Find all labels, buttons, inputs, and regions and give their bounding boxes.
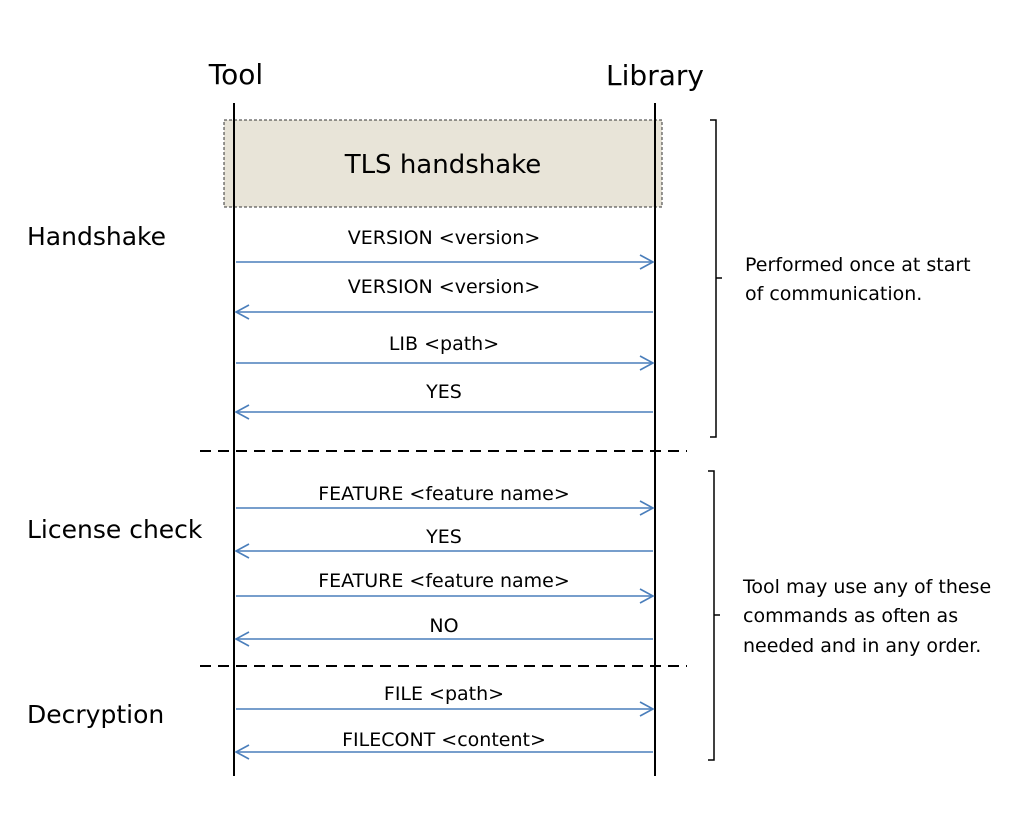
message-label: NO	[429, 615, 458, 637]
note-handshake: Performed once at start of communication…	[745, 254, 977, 305]
message-arrowhead	[234, 744, 250, 760]
note-line: needed and in any order.	[743, 635, 981, 657]
message-arrowhead	[639, 588, 655, 604]
message-arrowhead	[234, 304, 250, 320]
message-label: VERSION <version>	[348, 276, 541, 298]
message-label: FILE <path>	[384, 683, 504, 705]
actor-tool-label: Tool	[208, 58, 263, 91]
message-label: VERSION <version>	[348, 227, 541, 249]
note-line: of communication.	[745, 283, 922, 305]
note-line: Performed once at start	[745, 254, 971, 276]
note-commands: Tool may use any of these commands as of…	[742, 576, 997, 657]
tls-handshake-box	[223, 119, 663, 208]
message-arrowhead	[639, 500, 655, 516]
message-label: FILECONT <content>	[342, 729, 546, 751]
message-label: YES	[425, 526, 462, 548]
message-arrowhead	[639, 254, 655, 270]
message-arrowhead	[639, 355, 655, 371]
note-line: Tool may use any of these	[742, 576, 991, 598]
messages-group: VERSION <version> VERSION <version> LIB <p…	[234, 227, 655, 760]
phase-handshake-label: Handshake	[27, 222, 166, 251]
message-arrowhead	[234, 543, 250, 559]
message-label: FEATURE <feature name>	[318, 570, 570, 592]
phase-decryption-label: Decryption	[27, 700, 164, 729]
message-label: FEATURE <feature name>	[318, 483, 570, 505]
message-arrowhead	[234, 404, 250, 420]
message-label: YES	[425, 381, 462, 403]
actor-library-label: Library	[606, 59, 704, 92]
message-arrowhead	[639, 701, 655, 717]
bracket-handshake	[710, 119, 722, 438]
bracket-commands	[708, 470, 720, 761]
message-arrowhead	[234, 631, 250, 647]
message-label: LIB <path>	[389, 333, 499, 355]
note-line: commands as often as	[743, 605, 958, 627]
phase-license-check-label: License check	[27, 515, 203, 544]
tls-handshake-label: TLS handshake	[344, 150, 542, 180]
